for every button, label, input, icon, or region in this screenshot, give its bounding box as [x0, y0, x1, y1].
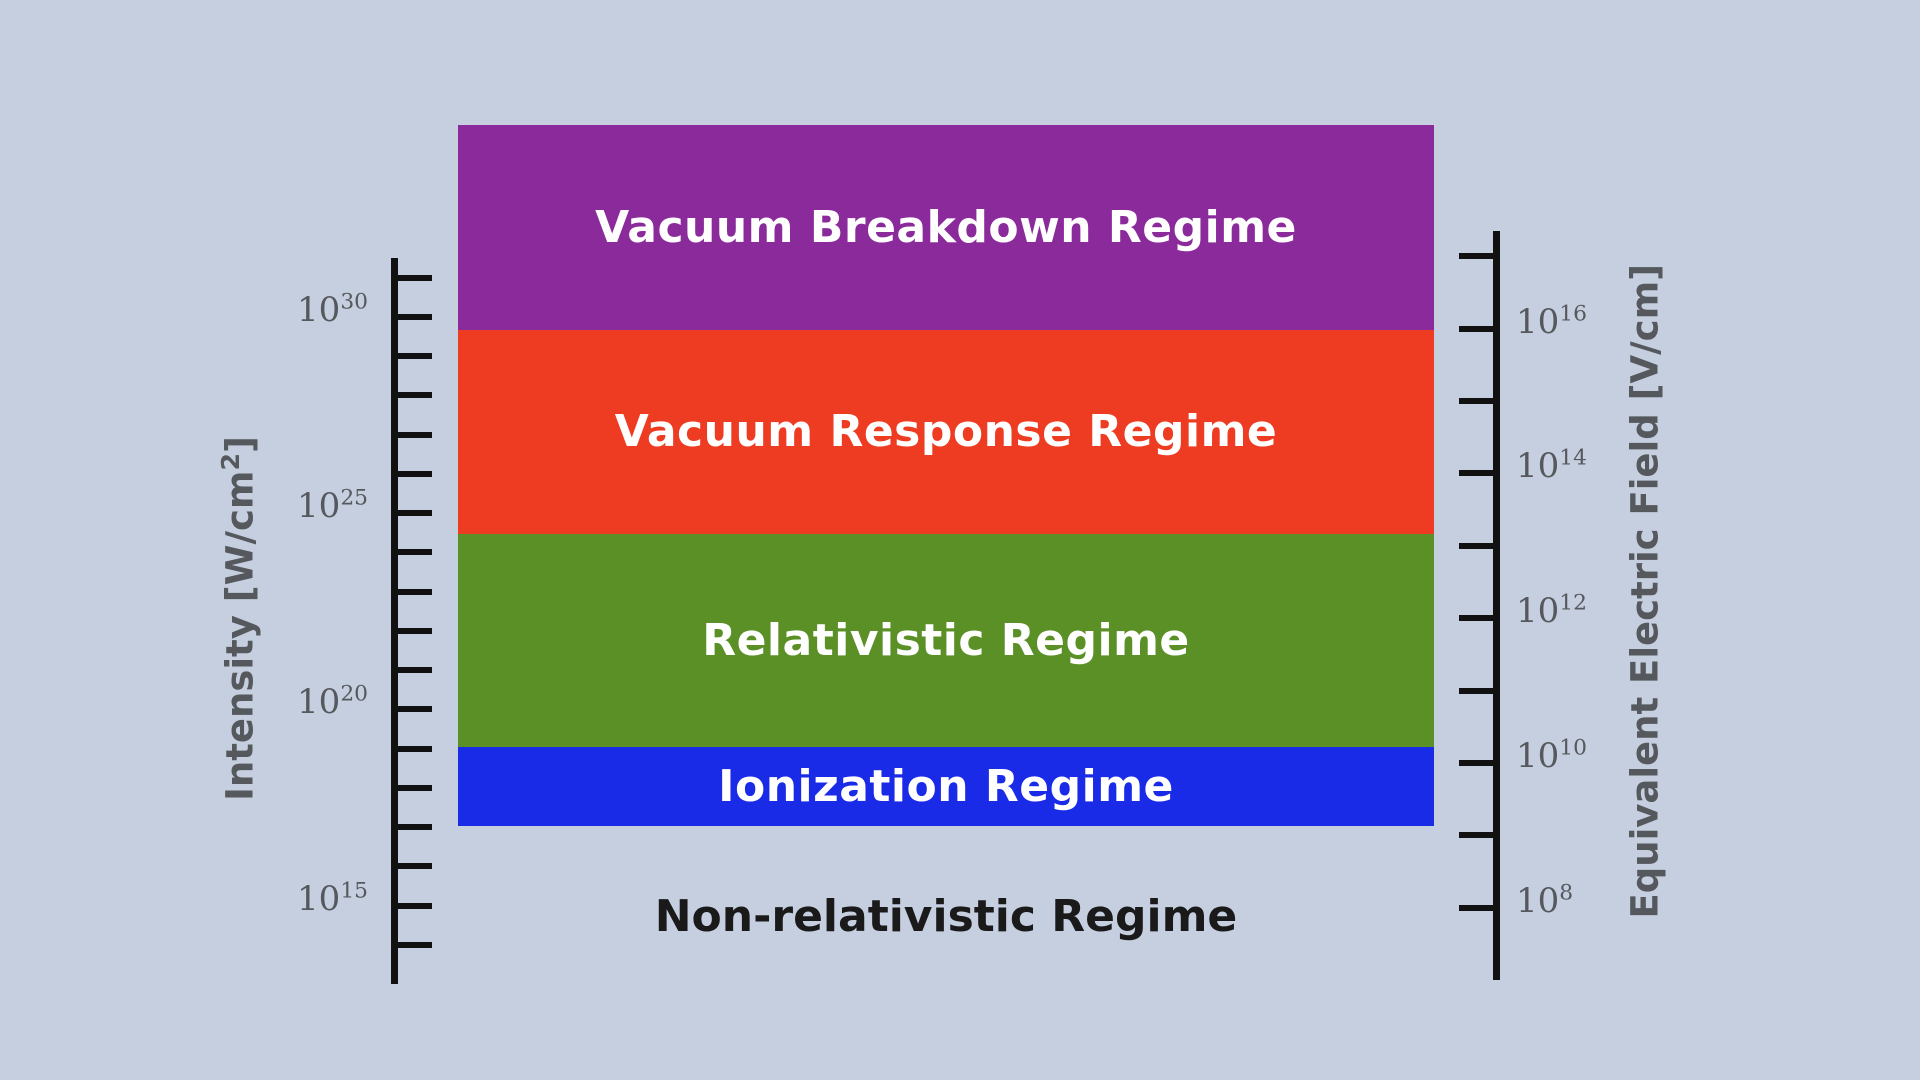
- right-axis-tick-label: 1014: [1516, 446, 1587, 487]
- left-axis-tick-label: 1015: [297, 878, 368, 919]
- left-axis-tick: [398, 274, 432, 281]
- left-axis-tick: [398, 941, 432, 948]
- left-axis-tick: [398, 588, 432, 595]
- regime-label-non-relativistic: Non-relativistic Regime: [654, 891, 1238, 942]
- regime-label-ionization: Ionization Regime: [718, 760, 1174, 812]
- regime-bar-vacuum-response: Vacuum Response Regime: [458, 330, 1434, 534]
- left-axis-tick: [398, 902, 432, 909]
- left-axis-tick: [398, 863, 432, 870]
- left-axis-title: Intensity [W/cm2]: [216, 319, 262, 919]
- right-axis-tick-label: 1012: [1516, 590, 1587, 632]
- right-axis-line: [1493, 231, 1500, 980]
- right-axis-tick: [1459, 398, 1493, 405]
- left-axis-tick: [398, 431, 432, 438]
- regime-label-vacuum-response: Vacuum Response Regime: [614, 406, 1278, 457]
- right-axis-tick-label: 1010: [1516, 735, 1587, 776]
- left-axis-tick: [398, 784, 432, 791]
- left-axis-tick-label: 1030: [297, 289, 368, 330]
- right-axis-tick: [1459, 904, 1493, 911]
- left-axis-tick: [398, 627, 432, 634]
- left-axis-line: [391, 258, 398, 984]
- right-axis-tick: [1459, 615, 1493, 622]
- regime-bar-ionization: Ionization Regime: [458, 747, 1434, 826]
- left-axis-tick: [398, 470, 432, 477]
- right-axis-tick: [1459, 325, 1493, 332]
- regime-label-relativistic: Relativistic Regime: [702, 614, 1190, 666]
- left-axis-tick: [398, 824, 432, 831]
- left-axis-tick: [398, 549, 432, 556]
- left-axis-tick-label: 1020: [297, 681, 368, 723]
- left-axis-tick: [398, 706, 432, 713]
- left-axis-title-text: Intensity [W/cm2]: [216, 436, 262, 801]
- right-axis-tick-label: 108: [1516, 880, 1574, 921]
- left-axis-tick-label: 1025: [297, 485, 368, 527]
- right-axis-tick: [1459, 832, 1493, 839]
- right-axis-tick: [1459, 542, 1493, 549]
- left-axis-tick: [398, 745, 432, 752]
- right-axis-tick: [1459, 470, 1493, 477]
- left-axis-tick: [398, 353, 432, 360]
- regime-bar-relativistic: Relativistic Regime: [458, 534, 1434, 747]
- right-axis-title-text: Equivalent Electric Field [V/cm]: [1623, 263, 1667, 919]
- right-axis-tick: [1459, 687, 1493, 694]
- left-axis-tick: [398, 392, 432, 399]
- left-axis-tick: [398, 313, 432, 320]
- right-axis-tick: [1459, 253, 1493, 260]
- right-axis-tick-label: 1016: [1516, 301, 1587, 342]
- regime-bar-vacuum-breakdown: Vacuum Breakdown Regime: [458, 125, 1434, 330]
- right-axis-tick: [1459, 759, 1493, 766]
- right-axis-title: Equivalent Electric Field [V/cm]: [1624, 264, 1667, 919]
- left-axis-tick: [398, 667, 432, 674]
- regime-label-vacuum-breakdown: Vacuum Breakdown Regime: [595, 201, 1297, 253]
- left-axis-tick: [398, 510, 432, 517]
